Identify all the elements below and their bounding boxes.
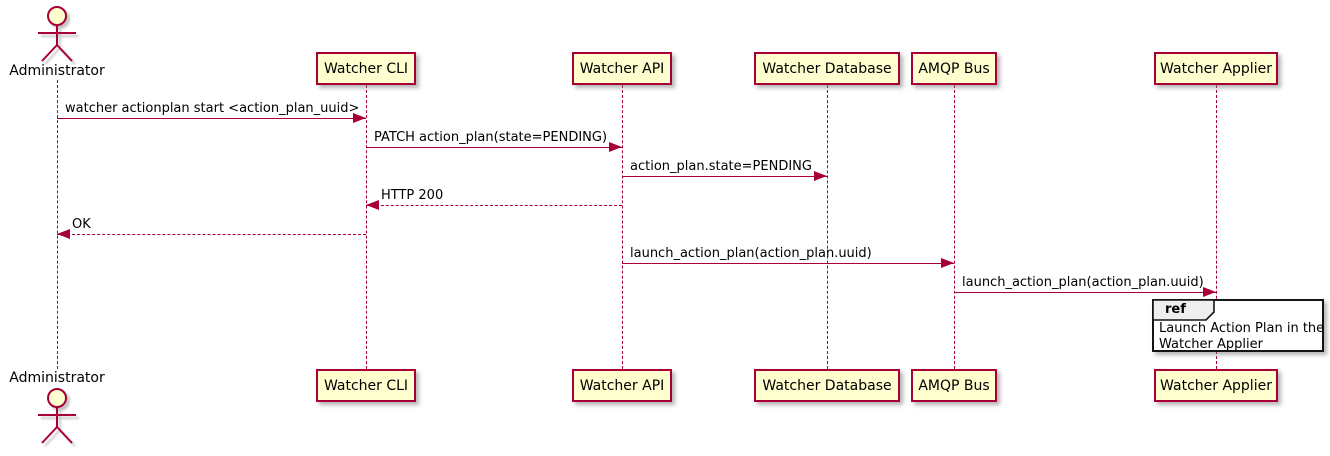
message-arrowhead-0 (353, 113, 366, 123)
participant-watcher-cli-bottom: Watcher CLI (316, 369, 416, 402)
message-label-2: action_plan.state=PENDING (630, 159, 812, 174)
lifeline-watcher-database (827, 80, 828, 369)
message-arrowhead-6 (1203, 287, 1216, 297)
message-line-1 (366, 147, 622, 148)
participant-watcher-api-top: Watcher API (572, 52, 672, 85)
ref-keyword: ref (1165, 302, 1186, 317)
message-line-2 (622, 176, 827, 177)
ref-text-line: Watcher Applier (1159, 337, 1263, 352)
message-line-4 (57, 234, 366, 235)
actor-label-administrator-bottom: Administrator (9, 370, 105, 386)
actor-label-administrator-top: Administrator (9, 63, 105, 79)
actor-icon (38, 388, 76, 444)
participant-watcher-applier-top: Watcher Applier (1154, 52, 1278, 85)
lifeline-watcher-cli (366, 80, 367, 369)
message-line-6 (954, 292, 1216, 293)
message-label-3: HTTP 200 (381, 188, 444, 203)
message-arrowhead-1 (609, 142, 622, 152)
participant-amqp-bus-bottom: AMQP Bus (911, 369, 997, 402)
participant-watcher-database-bottom: Watcher Database (754, 369, 900, 402)
message-label-6: launch_action_plan(action_plan.uuid) (962, 275, 1204, 290)
message-line-5 (622, 263, 954, 264)
actor-figure-administrator-bottom (34, 387, 80, 445)
message-label-0: watcher actionplan start <action_plan_uu… (65, 101, 360, 116)
lifeline-amqp-bus (954, 80, 955, 369)
ref-header-pentagon (1152, 299, 1215, 325)
message-arrowhead-4 (57, 229, 70, 239)
actor-figure-administrator-top (34, 5, 80, 63)
lifeline-administrator (57, 80, 58, 369)
message-arrowhead-3 (366, 200, 379, 210)
lifeline-watcher-applier (1216, 80, 1217, 369)
message-line-3 (366, 205, 622, 206)
actor-icon (38, 6, 76, 62)
message-label-4: OK (72, 217, 91, 232)
message-label-5: launch_action_plan(action_plan.uuid) (630, 246, 872, 261)
message-label-1: PATCH action_plan(state=PENDING) (374, 130, 608, 145)
participant-watcher-api-bottom: Watcher API (572, 369, 672, 402)
message-arrowhead-2 (814, 171, 827, 181)
participant-watcher-applier-bottom: Watcher Applier (1154, 369, 1278, 402)
participant-amqp-bus-top: AMQP Bus (911, 52, 997, 85)
ref-text-line: Launch Action Plan in the (1159, 321, 1325, 336)
message-arrowhead-5 (941, 258, 954, 268)
participant-watcher-database-top: Watcher Database (754, 52, 900, 85)
participant-watcher-cli-top: Watcher CLI (316, 52, 416, 85)
message-line-0 (57, 118, 366, 119)
lifeline-watcher-api (622, 80, 623, 369)
